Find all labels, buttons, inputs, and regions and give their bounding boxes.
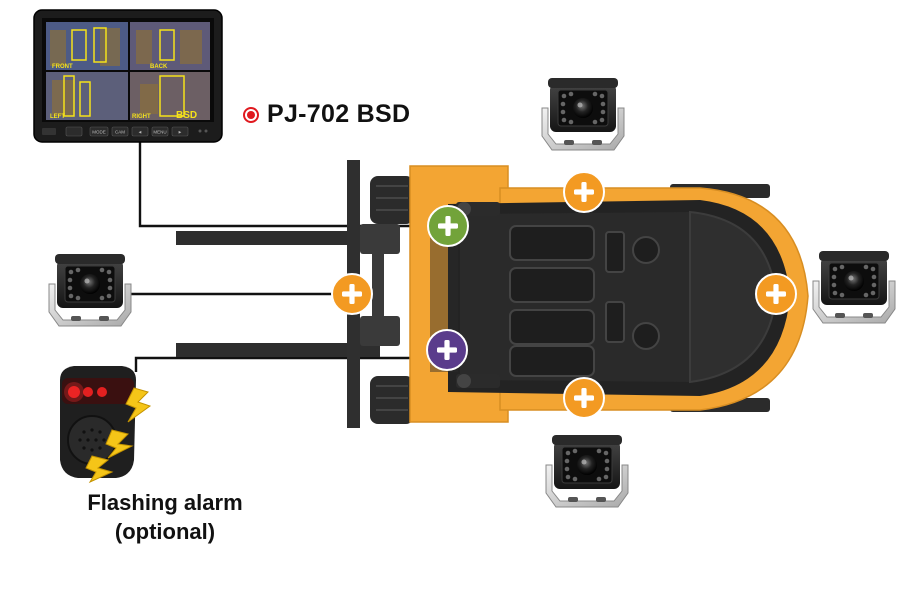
lightning-icon bbox=[85, 387, 152, 484]
button-left[interactable]: ◄ bbox=[138, 130, 142, 135]
alarm-caption-line1: Flashing alarm bbox=[87, 490, 243, 515]
camera-bottom bbox=[545, 434, 629, 508]
alarm-wire bbox=[134, 356, 430, 372]
product-title: PJ-702 BSD bbox=[243, 100, 410, 129]
monitor-screen: FRONT BACK LEFT RIGHT BSD bbox=[46, 22, 210, 121]
fork-upper bbox=[176, 231, 380, 245]
forklift bbox=[176, 160, 809, 428]
monitor: FRONT BACK LEFT RIGHT BSD MODE CAM ◄ MEN… bbox=[33, 9, 223, 143]
mount-markers bbox=[331, 171, 797, 419]
flashing-alarm bbox=[60, 366, 152, 484]
overlay-bsd: BSD bbox=[176, 110, 197, 121]
button-cam[interactable]: CAM bbox=[115, 130, 125, 135]
alarm-led-3 bbox=[97, 387, 107, 397]
carriage bbox=[360, 224, 400, 346]
camera-right bbox=[812, 250, 896, 324]
mount-top-camera bbox=[563, 171, 605, 213]
camera-top bbox=[541, 77, 625, 151]
mount-rear-camera bbox=[755, 273, 797, 315]
record-dot-icon bbox=[243, 106, 259, 123]
view-label-right: RIGHT bbox=[132, 114, 151, 120]
camera-left bbox=[48, 253, 132, 327]
alarm-caption-line2: (optional) bbox=[114, 519, 216, 544]
guard-slats bbox=[509, 225, 660, 377]
button-right[interactable]: ► bbox=[178, 130, 182, 135]
button-menu[interactable]: MENU bbox=[153, 130, 166, 135]
monitor-wire bbox=[138, 142, 430, 228]
alarm-led-1 bbox=[68, 386, 80, 398]
monitor-buttons: MODE CAM ◄ MENU ► bbox=[42, 126, 208, 137]
wiring bbox=[130, 142, 430, 372]
fork-lower bbox=[176, 343, 380, 357]
mount-monitor bbox=[427, 205, 469, 247]
mount-front-left-camera bbox=[331, 273, 373, 315]
view-label-front: FRONT bbox=[52, 64, 73, 70]
view-label-back: BACK bbox=[150, 64, 168, 70]
button-mode[interactable]: MODE bbox=[92, 130, 106, 135]
view-label-left: LEFT bbox=[50, 114, 65, 120]
product-name: PJ-702 BSD bbox=[267, 100, 411, 128]
alarm-led-2 bbox=[83, 387, 93, 397]
alarm-caption: Flashing alarm (optional) bbox=[60, 488, 270, 546]
mount-bottom-camera bbox=[563, 377, 605, 419]
mount-alarm bbox=[426, 329, 468, 371]
